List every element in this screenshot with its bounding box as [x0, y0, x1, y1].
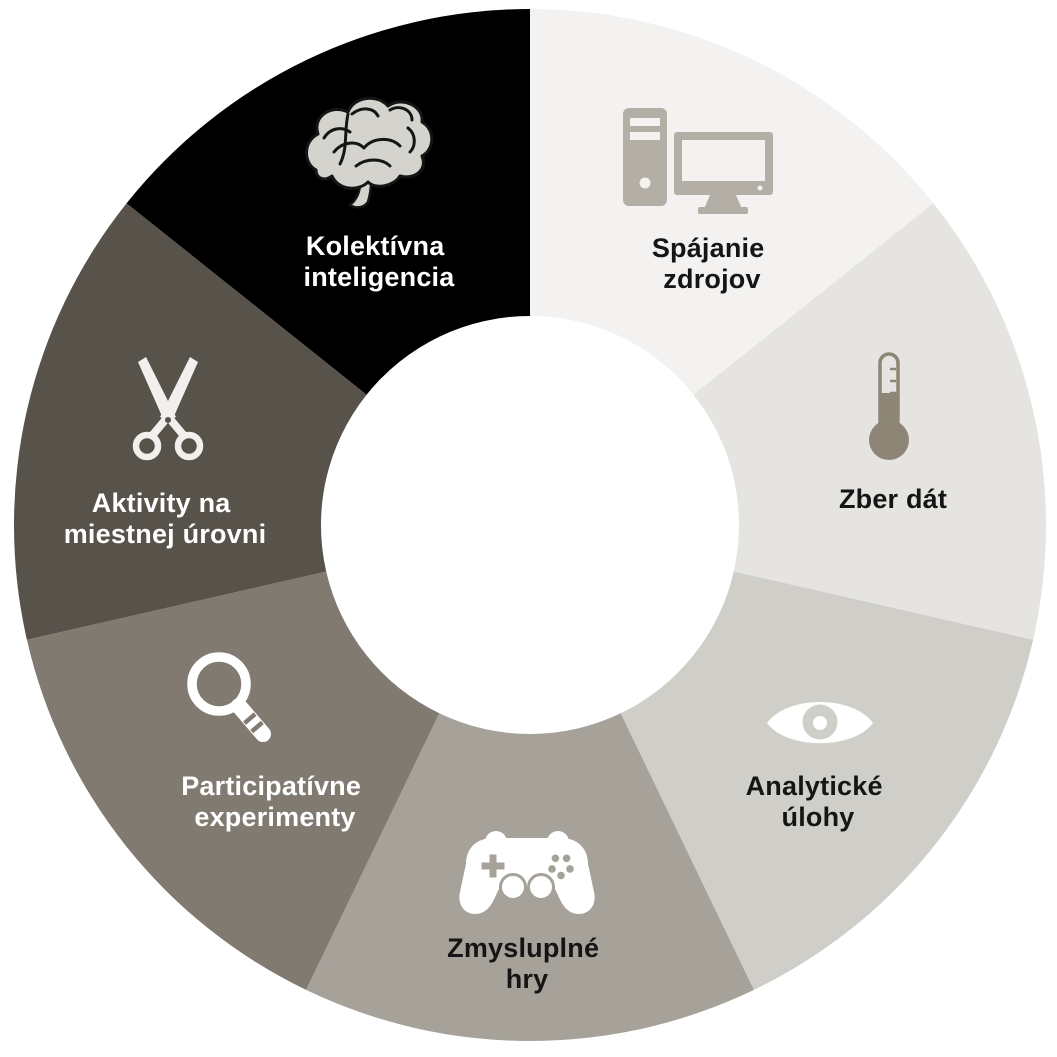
segment-label: Participatívne experimenty	[181, 771, 369, 832]
segment-label: Spájanie zdrojov	[652, 233, 772, 294]
segment-zber-dat: Zber dát	[693, 203, 1047, 640]
segment-slice	[620, 571, 1034, 990]
segment-analyticke-ulohy: Analytické úlohy	[620, 571, 1034, 990]
segment-kolektivna-inteligencia: Kolektívna inteligencia	[126, 9, 530, 395]
computer-icon	[623, 108, 773, 214]
segment-label: Analytické úlohy	[746, 771, 891, 832]
segment-participativne-experimenty: Participatívne experimenty	[26, 571, 440, 990]
segment-zmysluplne-hry: Zmysluplné hry	[306, 713, 754, 1042]
segment-slice	[693, 203, 1047, 640]
gamepad-button-dots	[548, 854, 574, 880]
magnifier-icon	[187, 652, 271, 742]
brain-icon	[305, 96, 434, 209]
segment-spajanie-zdrojov: Spájanie zdrojov	[530, 9, 934, 395]
segment-slice	[126, 9, 530, 395]
thermometer-icon	[869, 352, 909, 460]
scissors-icon	[132, 357, 204, 461]
eye-icon	[767, 702, 873, 744]
segment-slice	[26, 571, 440, 990]
segment-slice	[13, 203, 367, 640]
segment-aktivity-na-miestnej-urovni: Aktivity na miestnej úrovni	[13, 203, 367, 640]
gamepad-icon	[459, 831, 595, 914]
segment-label: Zber dát	[839, 484, 947, 514]
segment-label: Kolektívna inteligencia	[304, 231, 456, 292]
segment-label: Aktivity na miestnej úrovni	[64, 488, 267, 549]
segment-label: Zmysluplné hry	[447, 933, 607, 994]
